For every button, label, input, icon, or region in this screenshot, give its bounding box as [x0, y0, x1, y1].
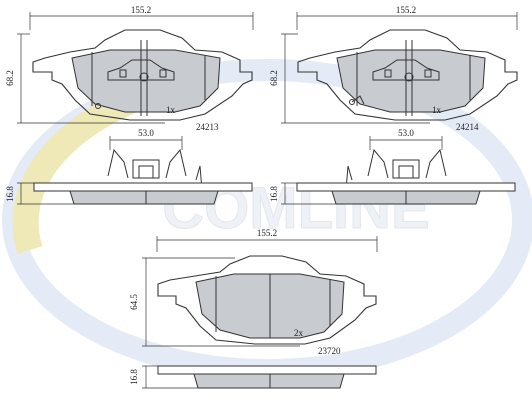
clip-dimension: 53.0 — [398, 128, 414, 138]
thickness-dimension: 16.8 — [269, 186, 279, 202]
clip-slot — [119, 69, 127, 78]
width-dimension: 155.2 — [257, 228, 277, 238]
part-number: 23720 — [318, 346, 341, 356]
thickness-dimension: 16.8 — [129, 369, 139, 385]
part-number: 24213 — [196, 122, 219, 132]
spring-tab — [345, 165, 353, 191]
friction-pad-side — [69, 190, 219, 205]
pad-bottom: 155.2 64.5 2x 23720 — [129, 228, 378, 356]
quantity-label: 2x — [294, 328, 304, 338]
backing-plate — [297, 29, 518, 121]
clip-hole — [404, 72, 414, 82]
pad-top-right: 155.2 68.2 1x 24214 — [269, 5, 518, 132]
spring-clip — [165, 148, 187, 179]
wear-sensor-hole — [95, 103, 101, 109]
clip-body — [132, 159, 160, 179]
spring-tab — [195, 165, 203, 191]
wear-sensor-hole — [349, 99, 355, 105]
clip-slot — [384, 69, 392, 78]
side-view-bottom: 16.8 — [129, 365, 377, 389]
spring-clip — [107, 148, 129, 179]
width-dimension: 155.2 — [396, 5, 416, 15]
backing-plate — [157, 255, 377, 345]
friction-pad-side — [193, 373, 345, 389]
side-view-top-left: 53.0 16.8 — [5, 128, 253, 205]
part-number: 24214 — [456, 122, 479, 132]
clip-hole — [139, 72, 149, 82]
quantity-label: 1x — [432, 105, 442, 115]
quantity-label: 1x — [166, 105, 176, 115]
clip-dimension: 53.0 — [138, 128, 154, 138]
wear-sensor — [351, 95, 365, 105]
backing-plate — [32, 29, 253, 121]
pad-top-left: 155.2 68.2 1x 24213 — [5, 5, 254, 132]
backing-plate-side — [33, 182, 253, 192]
clip-slot — [424, 69, 432, 78]
side-view-top-right: 53.0 16.8 — [269, 128, 516, 205]
clip-base — [107, 59, 175, 81]
spring-clip — [425, 148, 447, 179]
clip-base — [372, 59, 440, 81]
spring-clip — [367, 148, 389, 179]
width-dimension: 155.2 — [131, 5, 151, 15]
clip-body — [138, 165, 154, 179]
backing-plate-side — [157, 365, 377, 375]
height-dimension: 68.2 — [269, 70, 279, 86]
clip-slot — [159, 69, 167, 78]
thickness-dimension: 16.8 — [5, 186, 15, 202]
height-dimension: 68.2 — [5, 70, 15, 86]
clip-body — [398, 165, 414, 179]
height-dimension: 64.5 — [129, 294, 139, 310]
backing-plate-side — [296, 182, 516, 192]
